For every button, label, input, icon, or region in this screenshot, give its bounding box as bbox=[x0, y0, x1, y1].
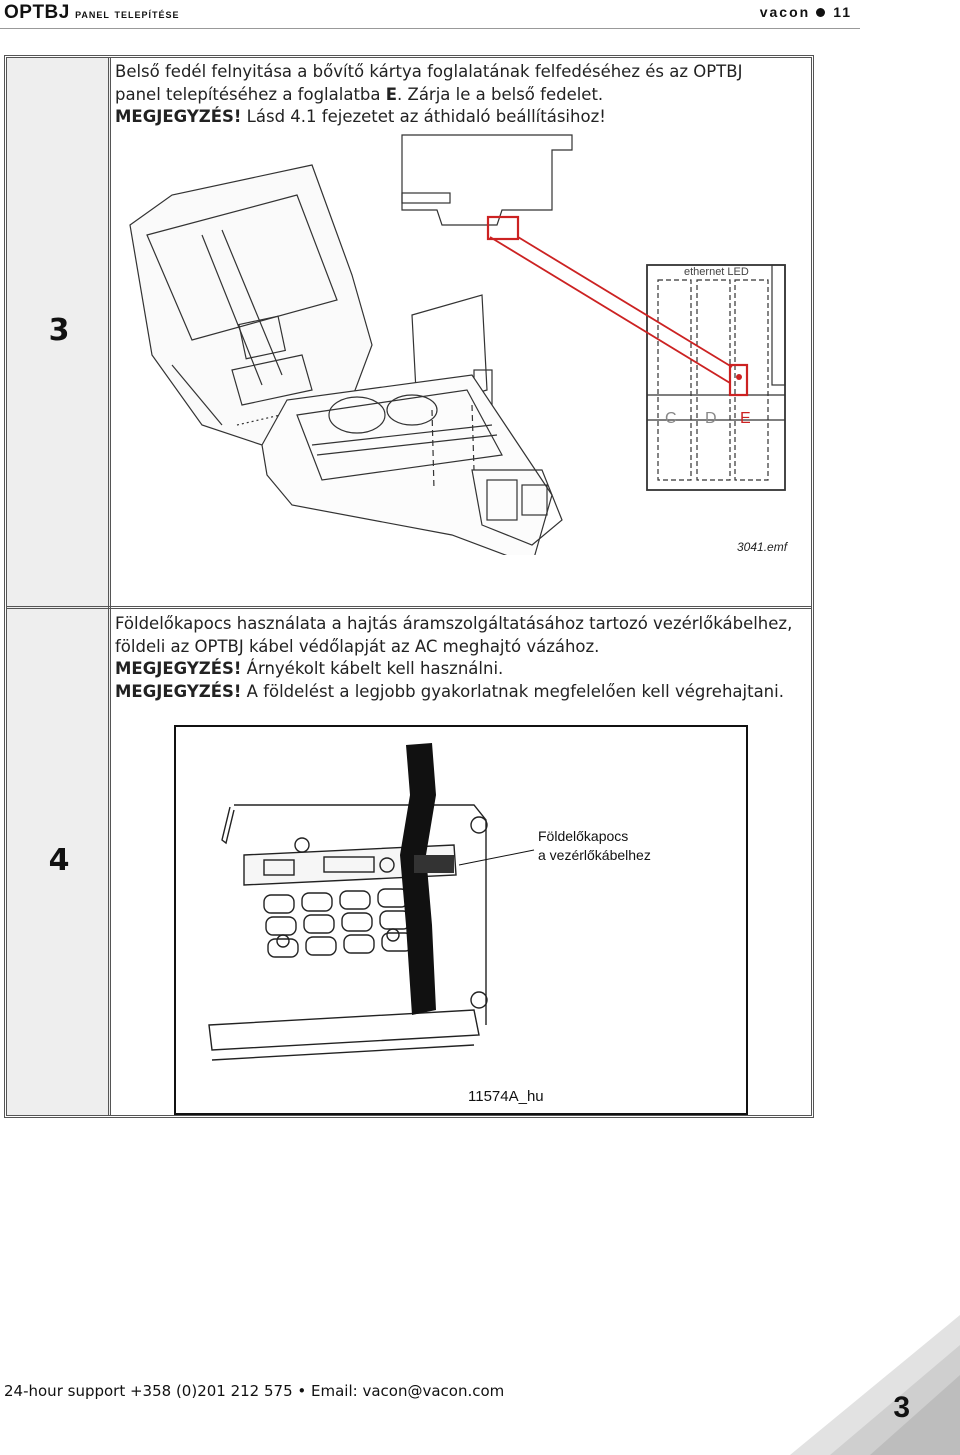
brand-name: vacon bbox=[759, 4, 811, 20]
figure-11574-illustration: Földelőkapocs a vezérlőkábelhez 11574A_h… bbox=[174, 725, 748, 1115]
step-4-note-1-label: MEGJEGYZÉS! bbox=[115, 659, 242, 678]
slot-d-label: D bbox=[705, 410, 717, 427]
support-footer: 24-hour support +358 (0)201 212 575 • Em… bbox=[4, 1382, 505, 1400]
step-3-slot-ref: E bbox=[385, 84, 398, 104]
step-4-note-2: MEGJEGYZÉS! A földelést a legjobb gyakor… bbox=[115, 681, 792, 704]
step-3-line-2b: . Zárja le a belső fedelet. bbox=[397, 84, 604, 104]
step-3-note-label: MEGJEGYZÉS! bbox=[115, 107, 242, 126]
figure-4-caption: 11574A_hu bbox=[468, 1088, 544, 1105]
step-4-text: Földelőkapocs használata a hajtás áramsz… bbox=[115, 613, 792, 703]
step-3-number: 3 bbox=[48, 313, 70, 348]
slot-e-label: E bbox=[740, 410, 751, 427]
header-page-number: 11 bbox=[833, 4, 852, 20]
brand-page: vacon 11 bbox=[760, 4, 852, 20]
step-3-line-2a: panel telepítéséhez a foglalatba bbox=[115, 84, 386, 104]
highlight-connector-line-2 bbox=[489, 236, 731, 384]
step-4-line-2: földeli az OPTBJ kábel védőlapját az AC … bbox=[115, 636, 600, 656]
step-4-line-1: Földelőkapocs használata a hajtás áramsz… bbox=[115, 614, 793, 633]
step-3-note-text: Lásd 4.1 fejezetet az áthidaló beállítás… bbox=[241, 107, 606, 126]
title-suffix: panel telepítése bbox=[75, 6, 180, 21]
slot-e-dot bbox=[736, 374, 742, 380]
callout-leader-line bbox=[458, 849, 535, 866]
bullet-icon bbox=[816, 8, 826, 18]
step-4-note-1: MEGJEGYZÉS! Árnyékolt kábelt kell haszná… bbox=[115, 658, 792, 681]
page-header: OPTBJ panel telepítése vacon 11 bbox=[0, 0, 960, 28]
step-3-note: MEGJEGYZÉS! Lásd 4.1 fejezetet az áthida… bbox=[115, 106, 742, 129]
ethernet-led-label: ethernet LED bbox=[684, 266, 749, 278]
section-title: OPTBJ panel telepítése bbox=[4, 2, 180, 24]
row-separator bbox=[7, 606, 811, 613]
header-rule bbox=[0, 28, 860, 29]
page-corner-decoration bbox=[790, 1315, 960, 1455]
slot-e-highlight-box bbox=[728, 363, 749, 397]
step-4-note-2-text: A földelést a legjobb gyakorlatnak megfe… bbox=[241, 681, 784, 701]
figure-3041-illustration: ethernet LED C D E 3041.emf bbox=[129, 134, 789, 555]
ground-clamp-icon bbox=[414, 855, 454, 873]
connector-highlight-box bbox=[486, 215, 520, 241]
figure-3-caption: 3041.emf bbox=[737, 540, 789, 554]
title-prefix: OPTBJ bbox=[4, 2, 70, 23]
step-3-text: Belső fedél felnyitása a bővítő kártya f… bbox=[115, 61, 742, 129]
step-4-number: 4 bbox=[48, 843, 70, 878]
page-number: 3 bbox=[893, 1391, 910, 1424]
step-4-note-2-label: MEGJEGYZÉS! bbox=[115, 681, 242, 701]
step-number-column bbox=[7, 58, 111, 1115]
callout-line-2: a vezérlőkábelhez bbox=[538, 847, 651, 863]
slot-c-label: C bbox=[665, 410, 677, 427]
step-3-line-2: panel telepítéséhez a foglalatba E. Zárj… bbox=[115, 84, 742, 107]
shielded-cable-icon bbox=[400, 743, 436, 1015]
highlight-connector-line bbox=[517, 236, 733, 368]
step-4-note-1-text: Árnyékolt kábelt kell használni. bbox=[241, 659, 504, 678]
callout-line-1: Földelőkapocs bbox=[538, 828, 628, 844]
step-3-line-1: Belső fedél felnyitása a bővítő kártya f… bbox=[115, 62, 743, 81]
steps-table: 3 4 Belső fedél felnyitása a bővítő kárt… bbox=[4, 55, 814, 1118]
